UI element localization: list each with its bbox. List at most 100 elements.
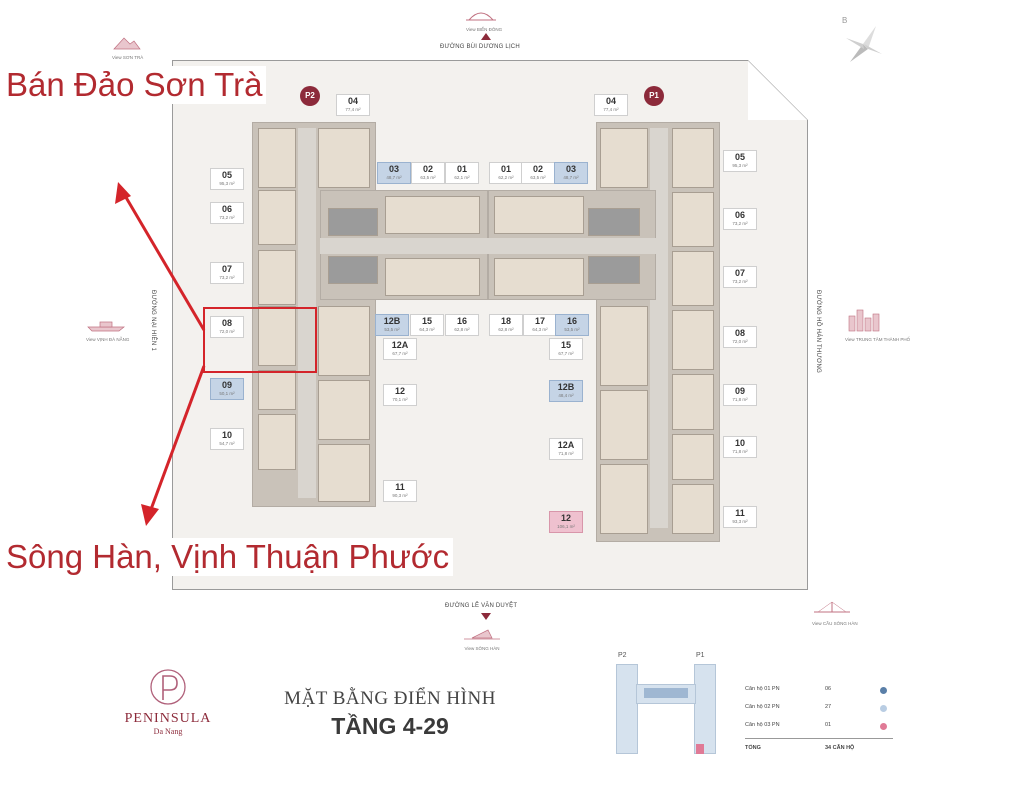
minimap-left-tower	[616, 664, 638, 754]
room-p1-m	[494, 258, 584, 296]
room-p2-j	[318, 444, 370, 502]
overlay-bottom-label: Sông Hàn, Vịnh Thuận Phước	[2, 538, 454, 576]
room-p1-a	[600, 128, 648, 188]
minimap-right-tower	[694, 664, 716, 754]
room-p1-k	[600, 464, 648, 534]
room-p1-e	[672, 310, 714, 370]
minimap-p2: P2	[618, 652, 627, 659]
plan-title: MẶT BẰNG ĐIỂN HÌNH TẦNG 4-29	[272, 688, 508, 740]
arrow-bottom-icon	[481, 613, 491, 620]
street-bottom: ĐƯỜNG LÊ VĂN DUYỆT	[445, 603, 518, 609]
room-p2-d	[258, 250, 296, 305]
room-p2-f	[258, 370, 296, 410]
compass-letter: B	[842, 16, 848, 25]
street-top: ĐƯỜNG BÙI DƯƠNG LỊCH	[440, 44, 520, 50]
room-p1-g	[672, 434, 714, 480]
minimap: P2 P1	[606, 652, 726, 770]
room-p1-i	[600, 306, 648, 386]
room-p2-g	[258, 414, 296, 470]
tower-p1-wing-corridor	[488, 238, 656, 254]
tower-p2-corridor	[298, 128, 316, 498]
tower-p2-wing-corridor	[320, 238, 488, 254]
room-p1-h	[672, 484, 714, 534]
legend-divider	[745, 738, 893, 739]
core-p1-bottom	[588, 256, 640, 284]
brand: PENINSULA Da Nang	[118, 668, 218, 736]
room-p1-c	[672, 192, 714, 247]
pin-p1: P1	[644, 86, 664, 106]
core-p1-top	[588, 208, 640, 236]
view-right: View TRUNG TÂM THÀNH PHỐ	[845, 306, 910, 342]
boat-icon	[464, 629, 500, 640]
street-right: ĐƯỜNG HỒ HÁN THƯƠNG	[815, 290, 821, 374]
overlay-top-label: Bán Đảo Sơn Trà	[2, 66, 267, 104]
bridge-icon	[814, 601, 850, 613]
view-bottom-right: View CẦU SÔNG HÀN	[812, 600, 858, 626]
peninsula-logo-icon	[150, 669, 186, 705]
site-corner	[748, 60, 808, 120]
core-p2-bottom	[328, 256, 378, 284]
highlight-box	[203, 307, 317, 373]
ship-icon	[87, 321, 125, 332]
brand-sub: Da Nang	[153, 727, 183, 736]
room-p2-h	[318, 306, 370, 376]
mountain-icon	[113, 37, 141, 50]
minimap-p1: P1	[696, 652, 705, 659]
view-bottom: View SÔNG HÀN	[464, 625, 500, 651]
title-line1: MẶT BẰNG ĐIỂN HÌNH	[284, 688, 496, 709]
view-top-left: View SƠN TRÀ	[112, 36, 143, 60]
arrow-top-icon	[481, 33, 491, 40]
room-p2-c	[258, 190, 296, 245]
core-p2-top	[328, 208, 378, 236]
room-p2-i	[318, 380, 370, 440]
room-p2-a	[258, 128, 296, 188]
room-p2-l	[385, 258, 480, 296]
room-p2-k	[385, 196, 480, 234]
minimap-wing-dark	[644, 688, 688, 698]
room-p1-f	[672, 374, 714, 430]
sunrise-icon	[466, 12, 496, 21]
room-p1-b	[672, 128, 714, 188]
view-left: View VỊNH ĐÀ NẴNG	[86, 318, 129, 342]
room-p1-d	[672, 251, 714, 306]
city-icon	[848, 309, 880, 332]
compass: B	[840, 16, 884, 66]
compass-icon	[846, 26, 882, 62]
pin-p2: P2	[300, 86, 320, 106]
minimap-3pn	[696, 744, 704, 754]
street-left: ĐƯỜNG NẠI HIÊN 1	[150, 290, 156, 352]
